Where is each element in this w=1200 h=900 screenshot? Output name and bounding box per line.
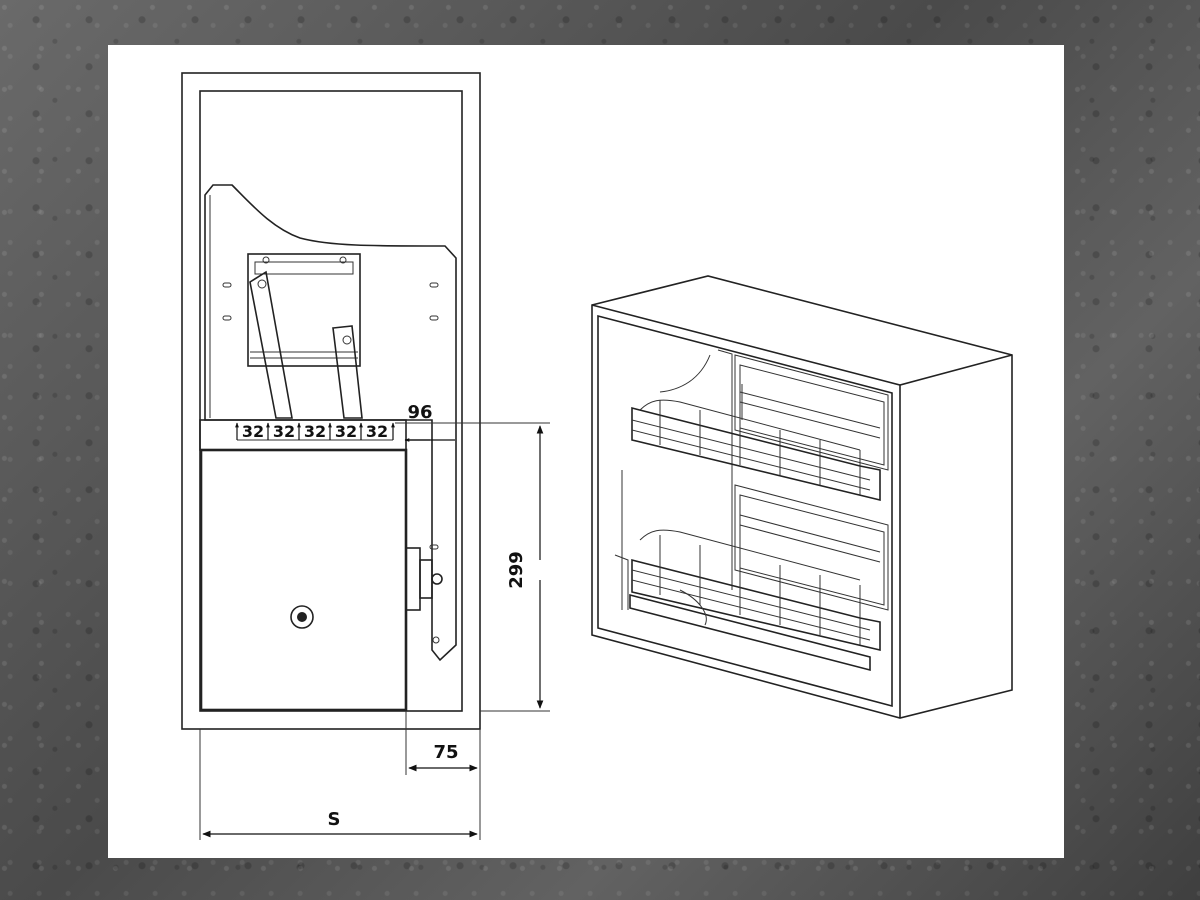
mounting-bracket <box>204 184 457 662</box>
cabinet-frame <box>181 72 481 730</box>
isometric-view <box>591 275 1013 719</box>
spacing-label: 32 <box>304 422 326 441</box>
iso-cabinet <box>591 275 1013 719</box>
iso-upper-basket <box>631 384 881 502</box>
width-dimension: S <box>199 729 481 840</box>
basket-front <box>199 419 443 712</box>
iso-back-panels <box>614 349 889 611</box>
drawing-sheet <box>108 45 1064 858</box>
spacing-label: 32 <box>366 422 388 441</box>
offset-dimension: 75 <box>405 711 481 775</box>
spacing-label: 32 <box>273 422 295 441</box>
iso-lower-basket <box>629 514 881 672</box>
hole-spacing-marks: 32 32 32 32 32 <box>235 422 395 441</box>
height-dimension: 299 <box>395 422 550 712</box>
spacing-label: 32 <box>242 422 264 441</box>
offset-dimension-label: 75 <box>433 742 458 763</box>
lift-mechanism <box>247 253 363 419</box>
rail-dimension-label: 96 <box>407 402 432 423</box>
front-view: 32 32 32 32 32 96 299 75 <box>181 72 550 840</box>
rail-dimension: 96 <box>404 402 455 442</box>
spacing-label: 32 <box>335 422 357 441</box>
width-dimension-label: S <box>328 809 341 830</box>
height-dimension-label: 299 <box>506 551 527 589</box>
